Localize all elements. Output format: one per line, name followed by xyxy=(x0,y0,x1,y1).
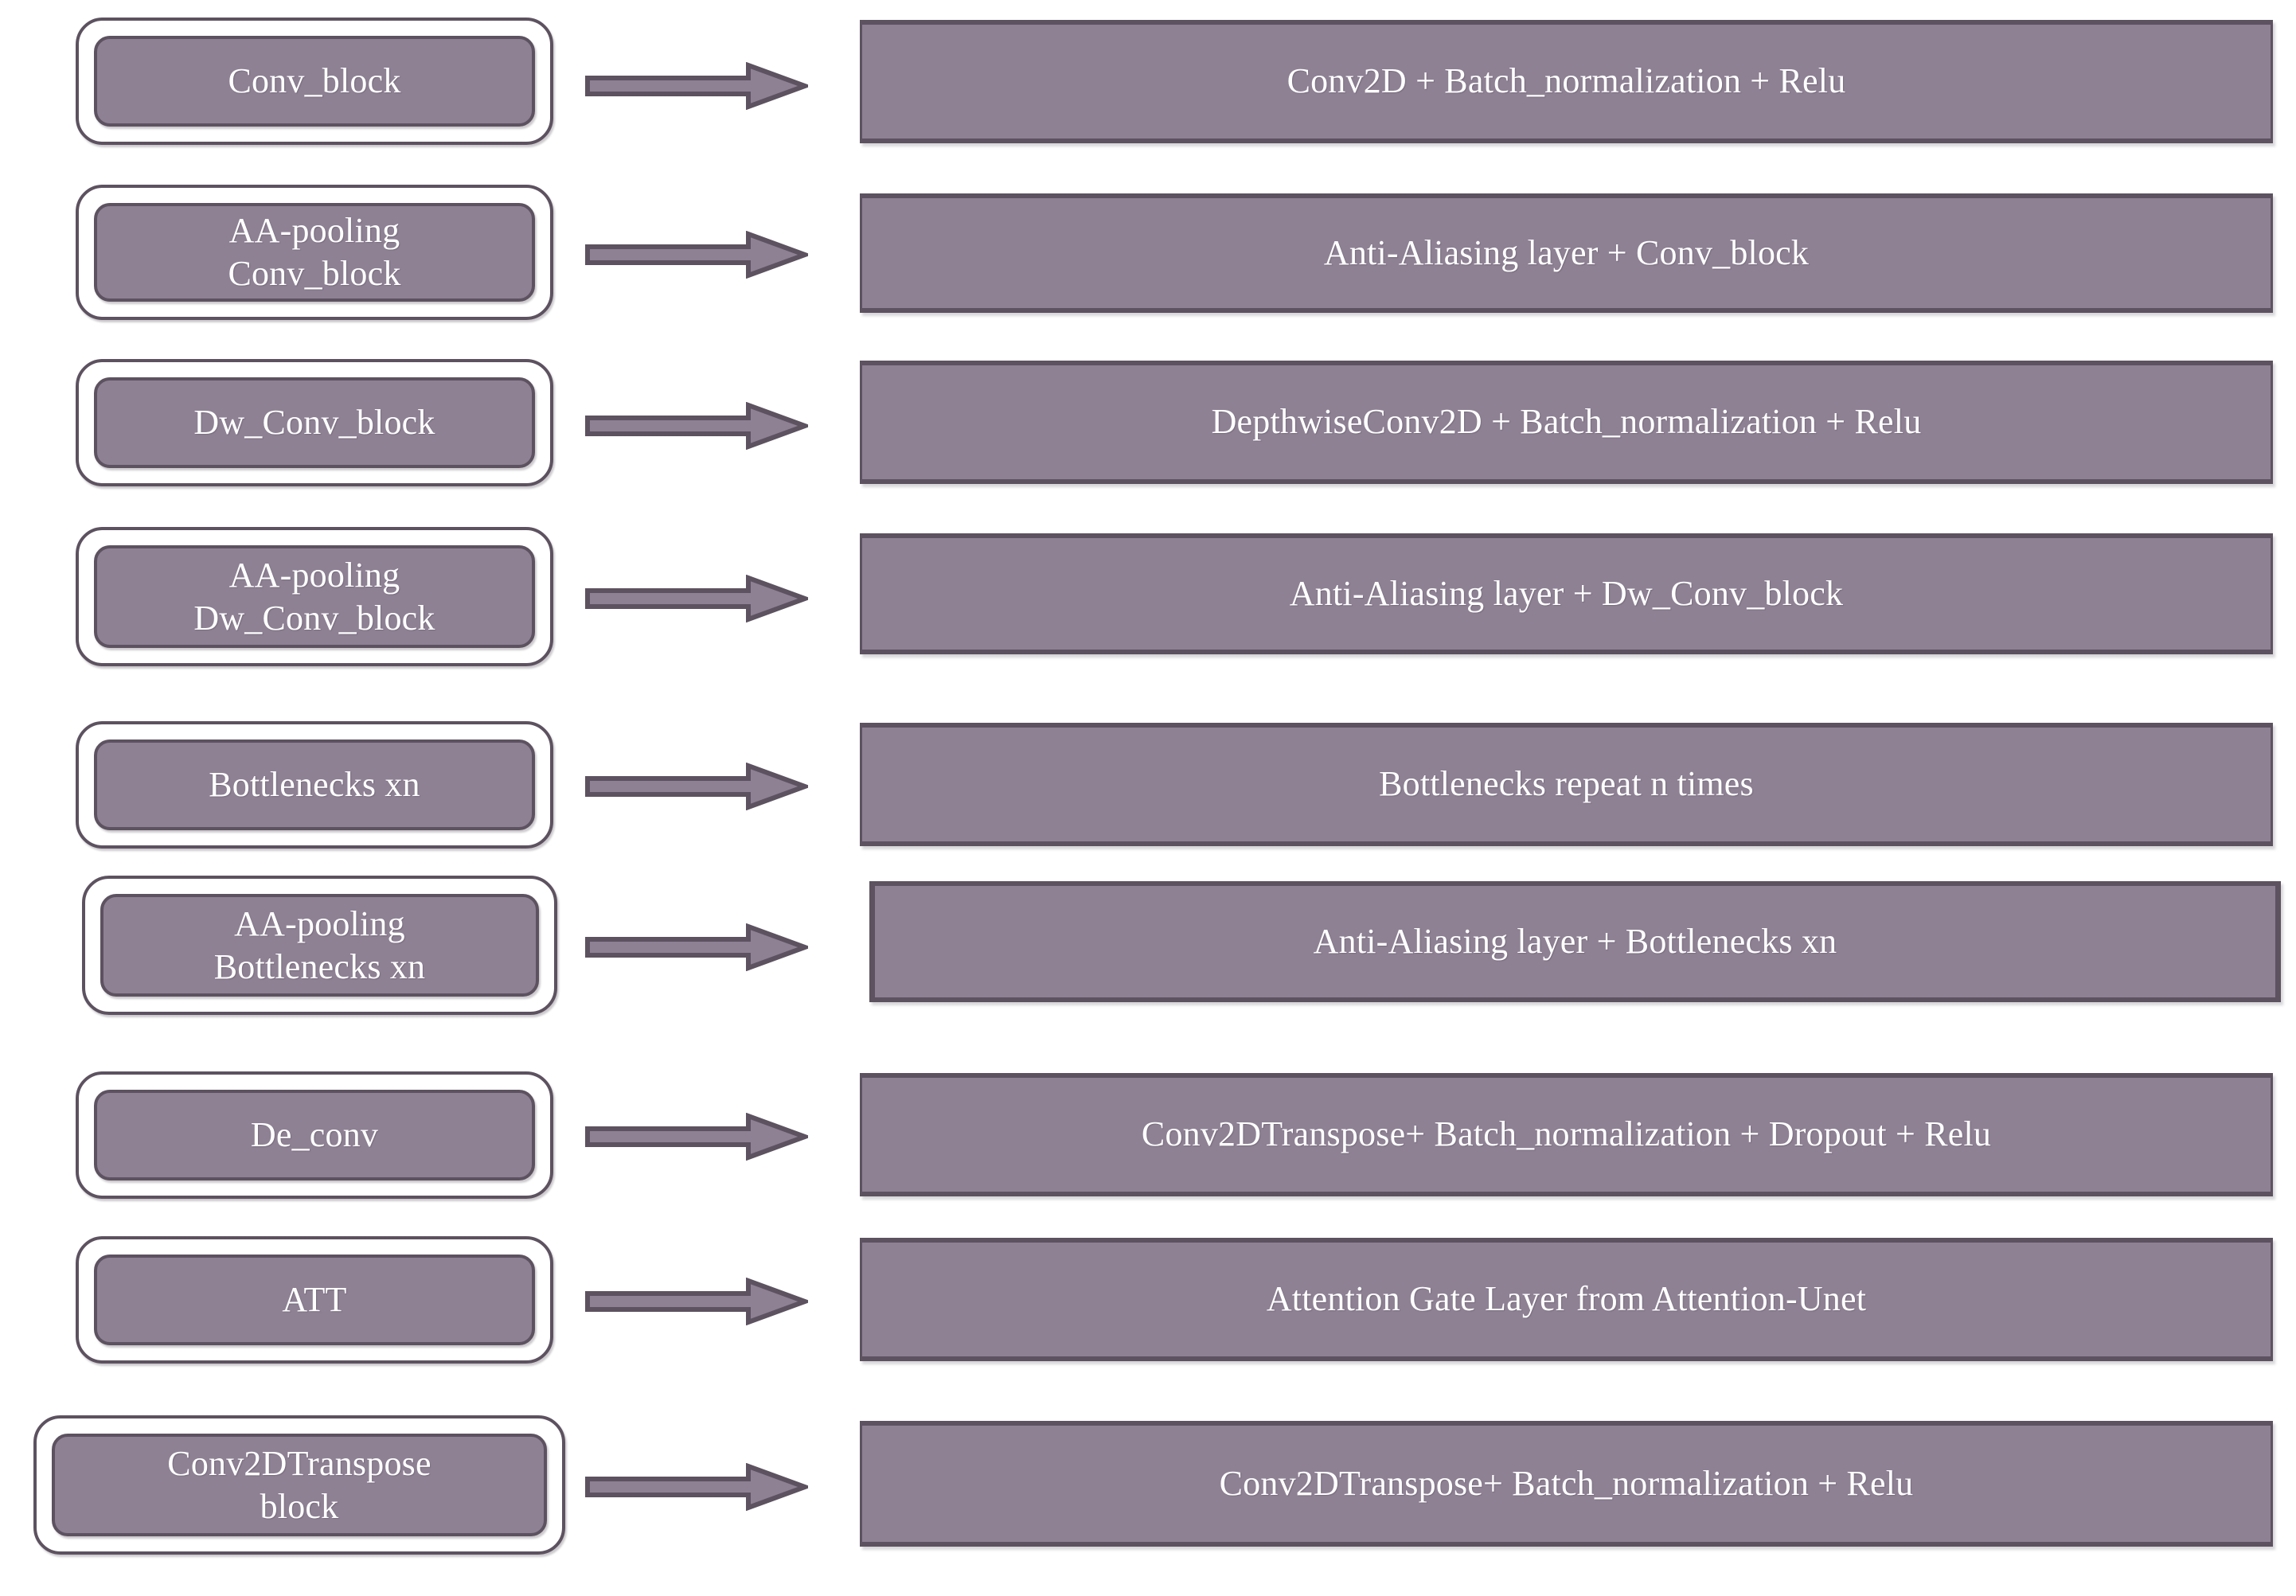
right-arrow-icon xyxy=(585,763,808,810)
block-label: Conv_block xyxy=(228,61,401,101)
description-bar[interactable]: Conv2DTranspose+ Batch_normalization + R… xyxy=(860,1421,2273,1547)
right-arrow-icon xyxy=(585,62,808,110)
block-label: AA-pooling Dw_Conv_block xyxy=(193,555,435,638)
right-arrow-icon xyxy=(585,575,808,622)
description-bar[interactable]: Conv2D + Batch_normalization + Relu xyxy=(860,20,2273,143)
right-arrow-icon xyxy=(585,402,808,450)
block-box-att[interactable]: ATT xyxy=(76,1236,553,1364)
description-label: Conv2D + Batch_normalization + Relu xyxy=(1287,61,1846,101)
legend-row: Dw_Conv_block DepthwiseConv2D + Batch_no… xyxy=(0,338,2296,509)
description-label: Conv2DTranspose+ Batch_normalization + R… xyxy=(1219,1463,1914,1503)
description-bar[interactable]: Attention Gate Layer from Attention-Unet xyxy=(860,1238,2273,1361)
block-label: AA-pooling Conv_block xyxy=(228,211,401,293)
description-label: Attention Gate Layer from Attention-Unet xyxy=(1266,1279,1867,1319)
description-bar[interactable]: Conv2DTranspose+ Batch_normalization + D… xyxy=(860,1073,2273,1196)
right-arrow-icon xyxy=(585,231,808,279)
description-bar[interactable]: DepthwiseConv2D + Batch_normalization + … xyxy=(860,361,2273,484)
block-label: De_conv xyxy=(250,1115,379,1155)
block-label: AA-pooling Bottlenecks xn xyxy=(213,903,426,986)
legend-row: Conv_block Conv2D + Batch_normalization … xyxy=(0,0,2296,167)
block-box-aa-pooling-dw-conv-block[interactable]: AA-pooling Dw_Conv_block xyxy=(76,527,553,666)
block-label: ATT xyxy=(282,1280,347,1320)
block-label: Conv2DTranspose block xyxy=(167,1443,431,1526)
block-box-conv-block[interactable]: Conv_block xyxy=(76,18,553,145)
block-box-inner: Bottlenecks xn xyxy=(94,739,535,830)
block-box-inner: De_conv xyxy=(94,1090,535,1180)
block-box-inner: Conv2DTranspose block xyxy=(52,1434,547,1536)
description-label: Anti-Aliasing layer + Conv_block xyxy=(1323,232,1810,272)
description-label: DepthwiseConv2D + Batch_normalization + … xyxy=(1211,402,1922,442)
legend-row: AA-pooling Bottlenecks xn Anti-Aliasing … xyxy=(0,852,2296,1027)
block-box-inner: AA-pooling Conv_block xyxy=(94,203,535,302)
description-label: Anti-Aliasing layer + Bottlenecks xn xyxy=(1313,921,1837,961)
block-box-dw-conv-block[interactable]: Dw_Conv_block xyxy=(76,359,553,486)
block-box-de-conv[interactable]: De_conv xyxy=(76,1071,553,1199)
legend-row: ATT Attention Gate Layer from Attention-… xyxy=(0,1198,2296,1369)
right-arrow-icon xyxy=(585,1278,808,1325)
description-bar[interactable]: Anti-Aliasing layer + Bottlenecks xn xyxy=(869,881,2281,1002)
block-box-inner: Dw_Conv_block xyxy=(94,377,535,468)
block-box-inner: AA-pooling Dw_Conv_block xyxy=(94,545,535,648)
block-box-inner: Conv_block xyxy=(94,36,535,127)
block-label: Dw_Conv_block xyxy=(193,403,435,443)
description-label: Bottlenecks repeat n times xyxy=(1379,764,1754,804)
block-box-bottlenecks-xn[interactable]: Bottlenecks xn xyxy=(76,721,553,849)
block-box-conv2dtranspose-block[interactable]: Conv2DTranspose block xyxy=(33,1415,565,1555)
description-bar[interactable]: Bottlenecks repeat n times xyxy=(860,723,2273,846)
description-bar[interactable]: Anti-Aliasing layer + Dw_Conv_block xyxy=(860,533,2273,654)
block-box-inner: AA-pooling Bottlenecks xn xyxy=(100,894,539,997)
description-label: Anti-Aliasing layer + Dw_Conv_block xyxy=(1289,573,1844,613)
block-box-inner: ATT xyxy=(94,1255,535,1345)
legend-row: De_conv Conv2DTranspose+ Batch_normaliza… xyxy=(0,1027,2296,1199)
right-arrow-icon xyxy=(585,923,808,971)
right-arrow-icon xyxy=(585,1463,808,1511)
description-bar[interactable]: Anti-Aliasing layer + Conv_block xyxy=(860,193,2273,313)
block-label: Bottlenecks xn xyxy=(209,765,420,805)
legend-row: Conv2DTranspose block Conv2DTranspose+ B… xyxy=(0,1369,2296,1596)
block-box-aa-pooling-bottlenecks-xn[interactable]: AA-pooling Bottlenecks xn xyxy=(82,876,557,1015)
legend-row: AA-pooling Dw_Conv_block Anti-Aliasing l… xyxy=(0,509,2296,683)
right-arrow-icon xyxy=(585,1113,808,1161)
legend-row: Bottlenecks xn Bottlenecks repeat n time… xyxy=(0,683,2296,852)
description-label: Conv2DTranspose+ Batch_normalization + D… xyxy=(1141,1114,1992,1154)
legend-row: AA-pooling Conv_block Anti-Aliasing laye… xyxy=(0,167,2296,338)
block-box-aa-pooling-conv-block[interactable]: AA-pooling Conv_block xyxy=(76,185,553,320)
